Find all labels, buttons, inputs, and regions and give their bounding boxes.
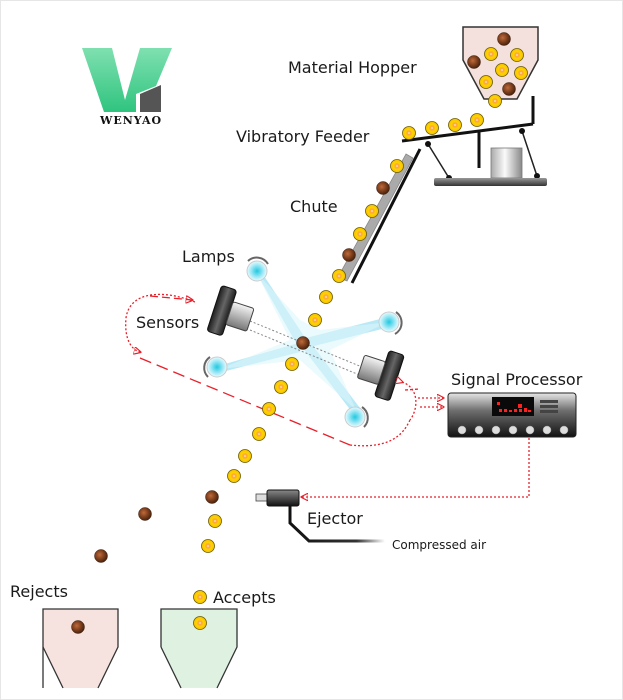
good-particle (448, 118, 462, 132)
good-particle (285, 357, 299, 371)
good-particle (425, 121, 439, 135)
label-sensors: Sensors (136, 313, 199, 332)
good-particle (227, 469, 241, 483)
good-particle (365, 204, 379, 218)
sensor-left (207, 285, 255, 336)
defective-particle (296, 336, 310, 350)
ejector (255, 489, 385, 543)
lamp-icon (361, 406, 369, 428)
good-particle (193, 616, 207, 630)
lamp-bottom (344, 406, 369, 428)
compressed-air-hose (288, 506, 385, 543)
good-particle (510, 48, 524, 62)
good-particle (514, 66, 528, 80)
defective-particle (138, 507, 152, 521)
good-particle (484, 47, 498, 61)
accepts-bin (158, 608, 240, 692)
defective-particle (71, 620, 85, 634)
signal-loop-left-upper (125, 293, 196, 352)
label-chute: Chute (290, 197, 338, 216)
rejects-bin (40, 608, 122, 692)
logo-gray-block (140, 85, 161, 112)
label-ejector: Ejector (307, 509, 363, 528)
logo-brand-text: WENYAO (99, 114, 162, 127)
defective-particle (376, 181, 390, 195)
good-particle (262, 402, 276, 416)
good-particle (353, 227, 367, 241)
signal-to-ejector (302, 438, 530, 497)
air-ejector-icon (266, 489, 300, 507)
particles (71, 32, 528, 634)
wenyao-logo: WENYAO (82, 48, 172, 127)
good-particle (319, 290, 333, 304)
logo-w-mark (82, 48, 172, 112)
defective-particle (342, 248, 356, 262)
good-particle (390, 159, 404, 173)
signal-lines (125, 293, 530, 497)
good-particle (308, 313, 322, 327)
label-signal-processor: Signal Processor (451, 370, 583, 389)
good-particle (470, 113, 484, 127)
good-particle (201, 539, 215, 553)
good-particle (252, 427, 266, 441)
defective-particle (94, 549, 108, 563)
lamp-icon (203, 356, 211, 378)
good-particle (238, 449, 252, 463)
sensor-right (357, 350, 405, 401)
defective-particle (502, 82, 516, 96)
good-particle (274, 380, 288, 394)
vibratory-feeder (401, 96, 547, 186)
label-vibratory-feeder: Vibratory Feeder (236, 127, 370, 146)
label-lamps: Lamps (182, 247, 235, 266)
lamp-left (203, 356, 228, 378)
lamp-icon (247, 256, 269, 265)
good-particle (193, 590, 207, 604)
good-particle (479, 75, 493, 89)
defective-particle (205, 490, 219, 504)
label-material-hopper: Material Hopper (288, 58, 417, 77)
signal-processor (447, 392, 577, 438)
label-compressed-air: Compressed air (392, 538, 486, 552)
label-rejects: Rejects (10, 582, 68, 601)
good-particle (208, 514, 222, 528)
good-particle (402, 126, 416, 140)
chute (337, 148, 422, 284)
good-particle (495, 63, 509, 77)
lamp-icon (394, 311, 403, 335)
good-particle (332, 269, 346, 283)
defective-particle (467, 55, 481, 69)
good-particle (488, 94, 502, 108)
label-accepts: Accepts (213, 588, 276, 607)
lamp-right (378, 311, 403, 335)
defective-particle (497, 32, 511, 46)
lamp-top (246, 256, 269, 282)
